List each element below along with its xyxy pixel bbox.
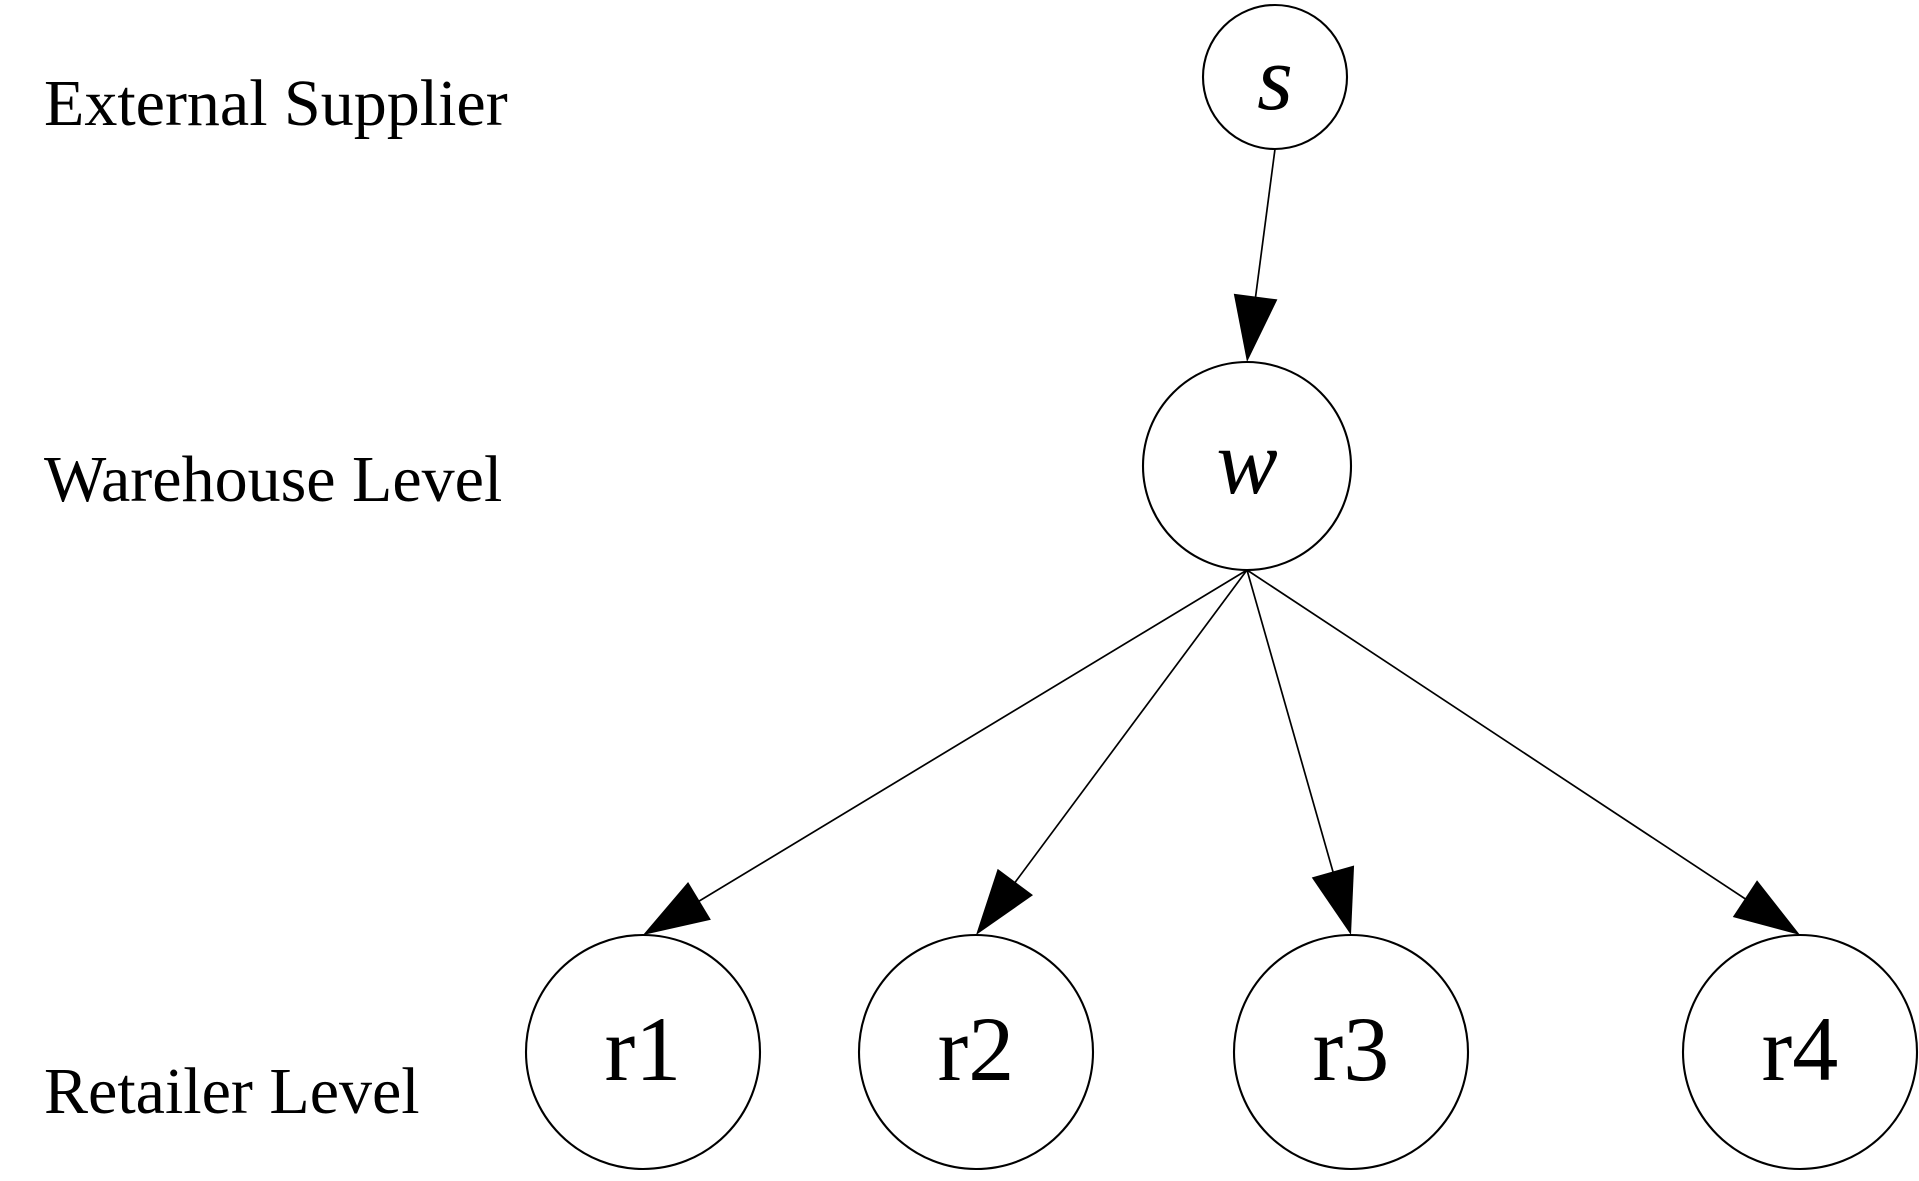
- node-circle-s: [1201, 3, 1349, 151]
- node-circle-r2: [857, 933, 1095, 1171]
- node-label-s: s: [1257, 27, 1293, 129]
- node-label-r2: r2: [938, 998, 1015, 1100]
- arrowhead-icon: [1233, 293, 1278, 362]
- edge-line-w-r3: [1246, 569, 1342, 901]
- node-label-w: w: [1216, 411, 1277, 513]
- edge-w-to-r4: [1246, 569, 1800, 935]
- node-label-r4: r4: [1762, 998, 1839, 1100]
- arrowhead-icon: [1732, 880, 1800, 935]
- node-circle-r1: [524, 933, 762, 1171]
- level-label-retailer-level: Retailer Level: [44, 1055, 420, 1128]
- edge-line-s-w: [1250, 148, 1276, 327]
- arrowhead-icon: [976, 868, 1034, 935]
- node-label-r1: r1: [605, 998, 682, 1100]
- node-circle-r4: [1681, 933, 1919, 1171]
- edge-s-to-w: [1233, 148, 1278, 362]
- edge-w-to-r3: [1246, 569, 1355, 935]
- node-r3: r3: [1232, 933, 1470, 1171]
- node-r4: r4: [1681, 933, 1919, 1171]
- edge-w-to-r2: [976, 569, 1248, 935]
- edge-line-w-r2: [996, 569, 1248, 907]
- node-label-r3: r3: [1313, 998, 1390, 1100]
- node-circle-w: [1141, 360, 1353, 572]
- arrowhead-icon: [1311, 865, 1355, 935]
- edge-line-w-r4: [1246, 569, 1771, 916]
- node-w: w: [1141, 360, 1353, 572]
- node-circle-r3: [1232, 933, 1470, 1171]
- edge-w-to-r1: [643, 569, 1248, 935]
- level-label-warehouse-level: Warehouse Level: [44, 443, 503, 516]
- level-label-external-supplier: External Supplier: [44, 67, 508, 140]
- node-r2: r2: [857, 933, 1095, 1171]
- edge-line-w-r1: [673, 569, 1248, 917]
- node-s: s: [1201, 3, 1349, 151]
- node-r1: r1: [524, 933, 762, 1171]
- arrowhead-icon: [643, 882, 711, 935]
